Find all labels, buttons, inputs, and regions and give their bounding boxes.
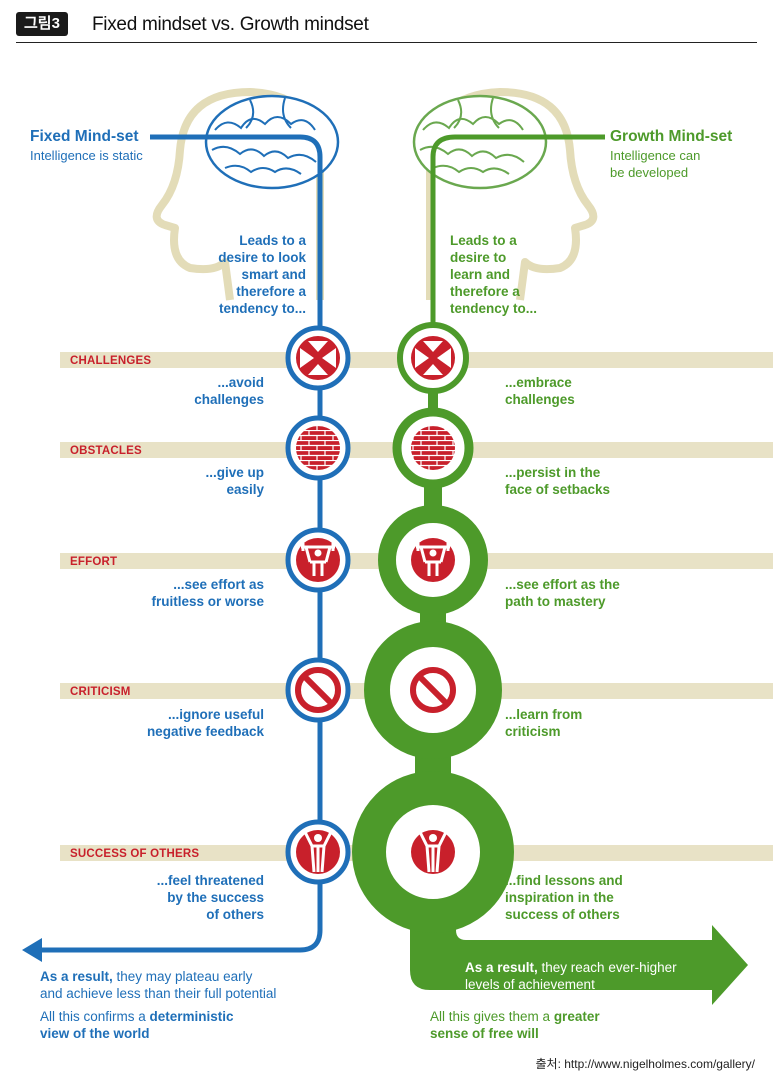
growth-conclusion-line2: sense of free will: [430, 1026, 539, 1041]
fixed-response-criticism: ...ignore useful negative feedback: [110, 706, 264, 740]
fixed-conclusion-text: All this confirms a deterministic view o…: [40, 1008, 234, 1042]
growth-leads-line: learn and: [450, 267, 511, 282]
growth-leads-line: therefore a: [450, 284, 520, 299]
growth-connector-line: [430, 134, 605, 330]
source-credit: 출처: http://www.nigelholmes.com/gallery/: [535, 1057, 756, 1071]
fixed-conclusion-lead: All this confirms a: [40, 1009, 150, 1024]
fixed-result-text: As a result, they may plateau early and …: [40, 968, 276, 1002]
fixed-response-line: of others: [206, 907, 264, 922]
fixed-response-line: negative feedback: [146, 724, 264, 739]
growth-response-line: ...embrace: [505, 375, 572, 390]
growth-response-line: success of others: [505, 907, 620, 922]
fixed-response-line: fruitless or worse: [151, 594, 264, 609]
growth-response-success: ...find lessons and inspiration in the s…: [505, 872, 675, 923]
arrows-inward-icon: [296, 336, 455, 380]
growth-conclusion-text: All this gives them a greater sense of f…: [430, 1008, 600, 1042]
fixed-leads-line: smart and: [241, 267, 306, 282]
fixed-result-lead: As a result,: [40, 969, 113, 984]
fixed-result-arrowhead: [22, 938, 42, 962]
growth-subheading: Intelligence can be developed: [610, 147, 700, 181]
growth-heading: Growth Mind-set: [610, 128, 733, 145]
growth-response-line: path to mastery: [505, 594, 606, 609]
growth-result-text: As a result, they reach ever-higher leve…: [465, 959, 677, 993]
growth-response-line: ...persist in the: [505, 465, 601, 480]
fixed-result-rest: they may plateau early: [112, 969, 253, 984]
fixed-conclusion-line: All this confirms a deterministic: [40, 1008, 234, 1025]
figure-header: 그림3 Fixed mindset vs. Growth mindset: [16, 12, 757, 43]
fixed-subheading: Intelligence is static: [30, 148, 143, 163]
category-success-of-others: SUCCESS OF OTHERS: [70, 848, 200, 860]
growth-result-line2: levels of achievement: [465, 977, 595, 992]
fixed-response-line: ...see effort as: [173, 577, 264, 592]
growth-leads-line: tendency to...: [450, 301, 538, 316]
growth-brain-icon: [412, 94, 548, 190]
growth-leads-text: Leads to a desire to learn and therefore…: [450, 232, 600, 317]
growth-subheading-line: be developed: [610, 165, 689, 180]
fixed-response-line: ...feel threatened: [156, 873, 264, 888]
fixed-response-line: ...avoid: [217, 375, 264, 390]
category-criticism: CRITICISM: [70, 686, 131, 698]
fixed-leads-line: Leads to a: [239, 233, 306, 248]
growth-response-challenges: ...embrace challenges: [505, 374, 665, 408]
fixed-leads-text: Leads to a desire to look smart and ther…: [160, 232, 306, 317]
growth-conclusion-line: All this gives them a greater: [430, 1008, 600, 1025]
fixed-response-line: challenges: [194, 392, 264, 407]
growth-response-criticism: ...learn from criticism: [505, 706, 665, 740]
category-challenges: CHALLENGES: [70, 355, 152, 367]
growth-response-line: criticism: [505, 724, 561, 739]
fixed-heading: Fixed Mind-set: [30, 128, 139, 145]
fixed-leads-line: desire to look: [218, 250, 306, 265]
fixed-response-line: easily: [226, 482, 264, 497]
fixed-result-line2: and achieve less than their full potenti…: [40, 986, 277, 1001]
fixed-leads-line: tendency to...: [218, 301, 306, 316]
growth-conclusion-bold: greater: [553, 1009, 600, 1024]
fixed-response-line: by the success: [167, 890, 264, 905]
fixed-response-challenges: ...avoid challenges: [120, 374, 264, 408]
brick-wall-icon: [296, 426, 455, 470]
growth-result-lead: As a result,: [465, 960, 538, 975]
fixed-response-effort: ...see effort as fruitless or worse: [110, 576, 264, 610]
growth-response-line: ...find lessons and: [505, 873, 623, 888]
growth-response-obstacles: ...persist in the face of setbacks: [505, 464, 665, 498]
weightlifter-icon: [296, 538, 455, 582]
growth-response-effort: ...see effort as the path to mastery: [505, 576, 675, 610]
figure-badge: 그림3: [16, 12, 68, 36]
growth-leads-line: desire to: [450, 250, 507, 265]
growth-response-line: ...see effort as the: [505, 577, 620, 592]
growth-response-line: inspiration in the: [505, 890, 614, 905]
fixed-response-line: ...give up: [205, 465, 264, 480]
growth-subheading-line: Intelligence can: [610, 148, 701, 163]
growth-response-line: ...learn from: [505, 707, 583, 722]
growth-response-line: face of setbacks: [505, 482, 611, 497]
growth-result-line: As a result, they reach ever-higher: [465, 959, 677, 976]
fixed-conclusion-bold: deterministic: [149, 1009, 234, 1024]
growth-leads-line: Leads to a: [450, 233, 517, 248]
fixed-conclusion-line2: view of the world: [40, 1026, 150, 1041]
no-sign-icon: [295, 667, 456, 713]
fixed-response-success: ...feel threatened by the success of oth…: [110, 872, 264, 923]
category-effort: EFFORT: [70, 556, 118, 568]
growth-response-line: challenges: [505, 392, 575, 407]
fixed-result-line: As a result, they may plateau early: [40, 968, 276, 985]
growth-result-rest: they reach ever-higher: [537, 960, 677, 975]
fixed-leads-line: therefore a: [236, 284, 306, 299]
fixed-brain-icon: [204, 94, 340, 190]
category-obstacles: OBSTACLES: [70, 445, 142, 457]
growth-conclusion-lead: All this gives them a: [430, 1009, 554, 1024]
cheering-person-icon: [296, 830, 455, 874]
fixed-response-obstacles: ...give up easily: [120, 464, 264, 498]
figure-title: Fixed mindset vs. Growth mindset: [92, 14, 369, 35]
fixed-response-line: ...ignore useful: [167, 707, 264, 722]
